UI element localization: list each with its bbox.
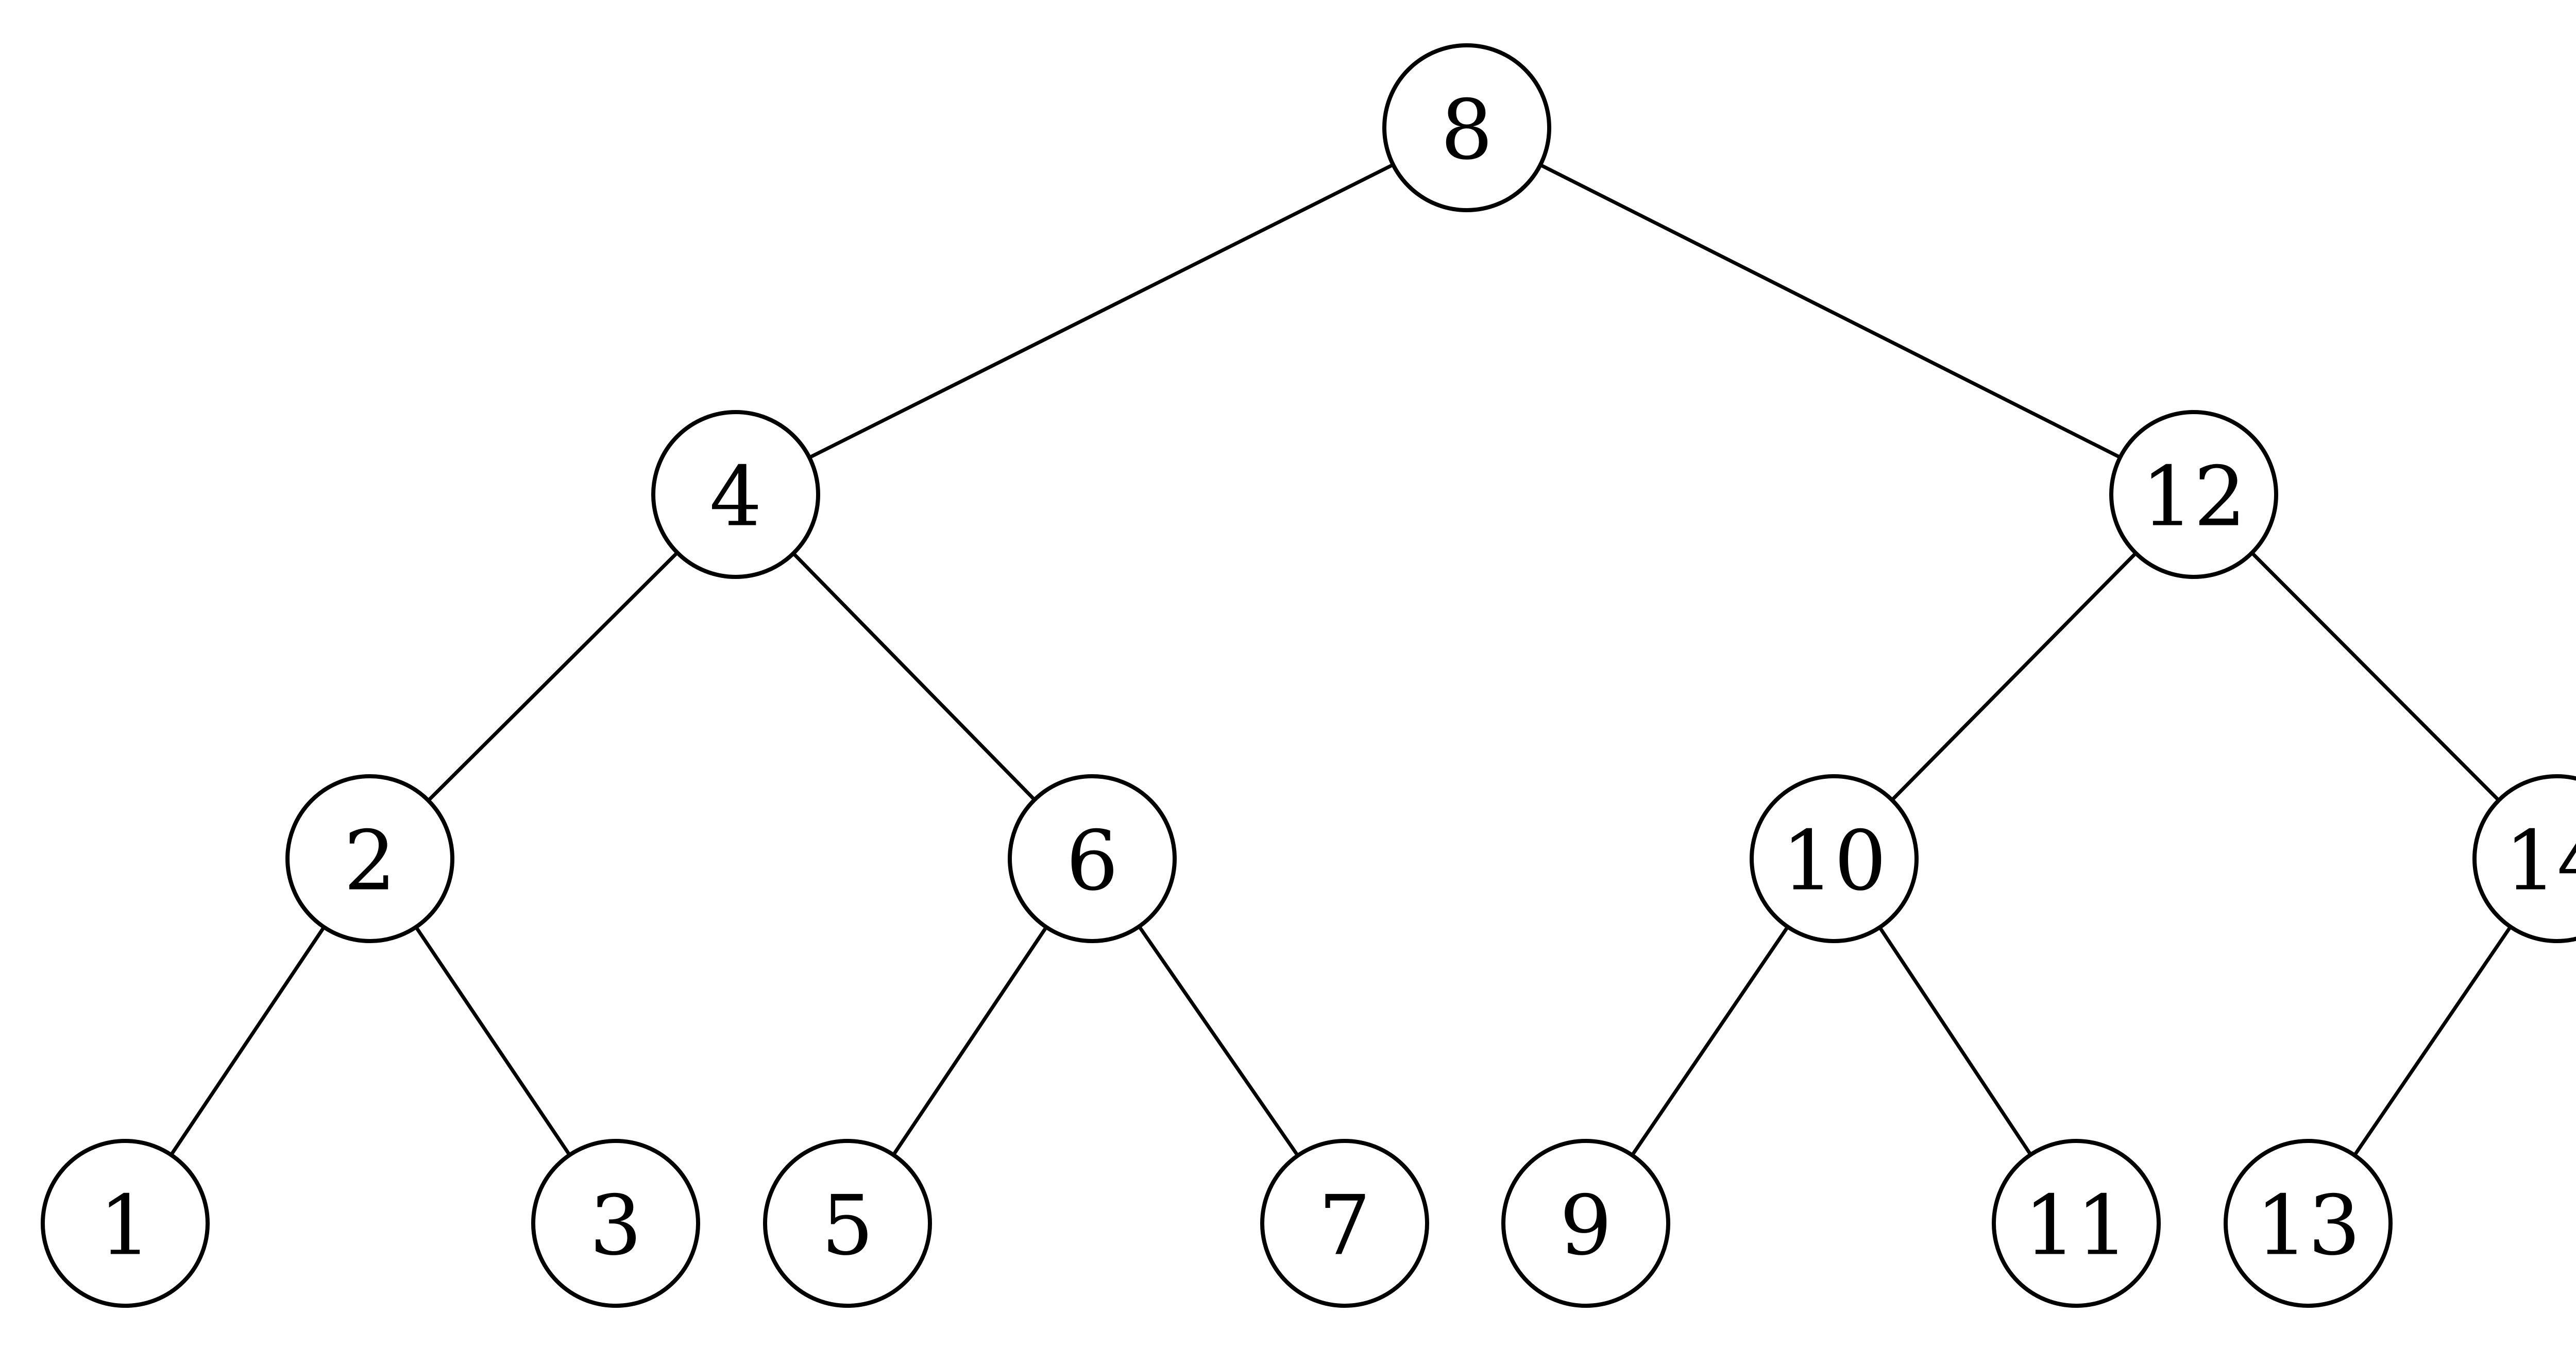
tree-edge-12-14 bbox=[2250, 551, 2501, 803]
tree-nodes-group: 841226101413579111315 bbox=[41, 43, 2576, 1308]
tree-edge-10-11 bbox=[1877, 925, 2033, 1157]
tree-node-6[interactable]: 6 bbox=[1008, 774, 1177, 943]
node-label-5: 5 bbox=[821, 1178, 874, 1274]
node-circle-8[interactable] bbox=[1382, 43, 1551, 212]
tree-node-3[interactable]: 3 bbox=[531, 1139, 700, 1308]
node-circle-14[interactable] bbox=[2472, 774, 2576, 943]
node-label-11: 11 bbox=[2024, 1178, 2129, 1274]
tree-node-2[interactable]: 2 bbox=[285, 774, 454, 943]
tree-edge-8-4 bbox=[807, 163, 1395, 459]
node-circle-11[interactable] bbox=[1992, 1139, 2161, 1308]
node-label-2: 2 bbox=[344, 813, 396, 909]
tree-node-5[interactable]: 5 bbox=[763, 1139, 932, 1308]
node-circle-1[interactable] bbox=[41, 1139, 210, 1308]
tree-node-1[interactable]: 1 bbox=[41, 1139, 210, 1308]
tree-node-14[interactable]: 14 bbox=[2472, 774, 2576, 943]
node-circle-9[interactable] bbox=[1501, 1139, 1670, 1308]
tree-node-11[interactable]: 11 bbox=[1992, 1139, 2161, 1308]
node-label-12: 12 bbox=[2141, 449, 2246, 545]
node-label-4: 4 bbox=[709, 449, 762, 545]
tree-edges-group bbox=[169, 163, 2513, 1157]
tree-edge-4-2 bbox=[426, 551, 680, 803]
tree-edge-10-9 bbox=[1630, 925, 1790, 1157]
node-label-7: 7 bbox=[1318, 1178, 1371, 1274]
tree-edge-6-5 bbox=[891, 925, 1048, 1157]
node-label-8: 8 bbox=[1440, 82, 1493, 178]
tree-node-7[interactable]: 7 bbox=[1260, 1139, 1429, 1308]
tree-edge-2-3 bbox=[414, 925, 572, 1157]
node-circle-5[interactable] bbox=[763, 1139, 932, 1308]
node-circle-7[interactable] bbox=[1260, 1139, 1429, 1308]
node-circle-3[interactable] bbox=[531, 1139, 700, 1308]
tree-node-4[interactable]: 4 bbox=[651, 410, 820, 579]
node-circle-6[interactable] bbox=[1008, 774, 1177, 943]
tree-edge-2-1 bbox=[169, 925, 326, 1157]
tree-node-10[interactable]: 10 bbox=[1750, 774, 1919, 943]
tree-edge-14-13 bbox=[2352, 925, 2513, 1157]
node-label-1: 1 bbox=[99, 1178, 151, 1274]
tree-node-9[interactable]: 9 bbox=[1501, 1139, 1670, 1308]
node-label-9: 9 bbox=[1560, 1178, 1612, 1274]
node-circle-10[interactable] bbox=[1750, 774, 1919, 943]
node-circle-13[interactable] bbox=[2224, 1139, 2393, 1308]
node-circle-2[interactable] bbox=[285, 774, 454, 943]
tree-edge-12-10 bbox=[1890, 551, 2138, 802]
node-circle-12[interactable] bbox=[2109, 410, 2278, 579]
tree-node-13[interactable]: 13 bbox=[2224, 1139, 2393, 1308]
node-label-13: 13 bbox=[2256, 1178, 2361, 1274]
tree-edge-8-12 bbox=[1538, 163, 2122, 459]
tree-node-8[interactable]: 8 bbox=[1382, 43, 1551, 212]
node-circle-4[interactable] bbox=[651, 410, 820, 579]
tree-node-12[interactable]: 12 bbox=[2109, 410, 2278, 579]
tree-edge-6-7 bbox=[1137, 925, 1300, 1157]
node-label-14: 14 bbox=[2504, 813, 2576, 909]
node-label-6: 6 bbox=[1066, 813, 1118, 909]
node-label-10: 10 bbox=[1782, 813, 1887, 909]
tree-edge-4-6 bbox=[791, 551, 1037, 802]
node-label-3: 3 bbox=[589, 1178, 642, 1274]
